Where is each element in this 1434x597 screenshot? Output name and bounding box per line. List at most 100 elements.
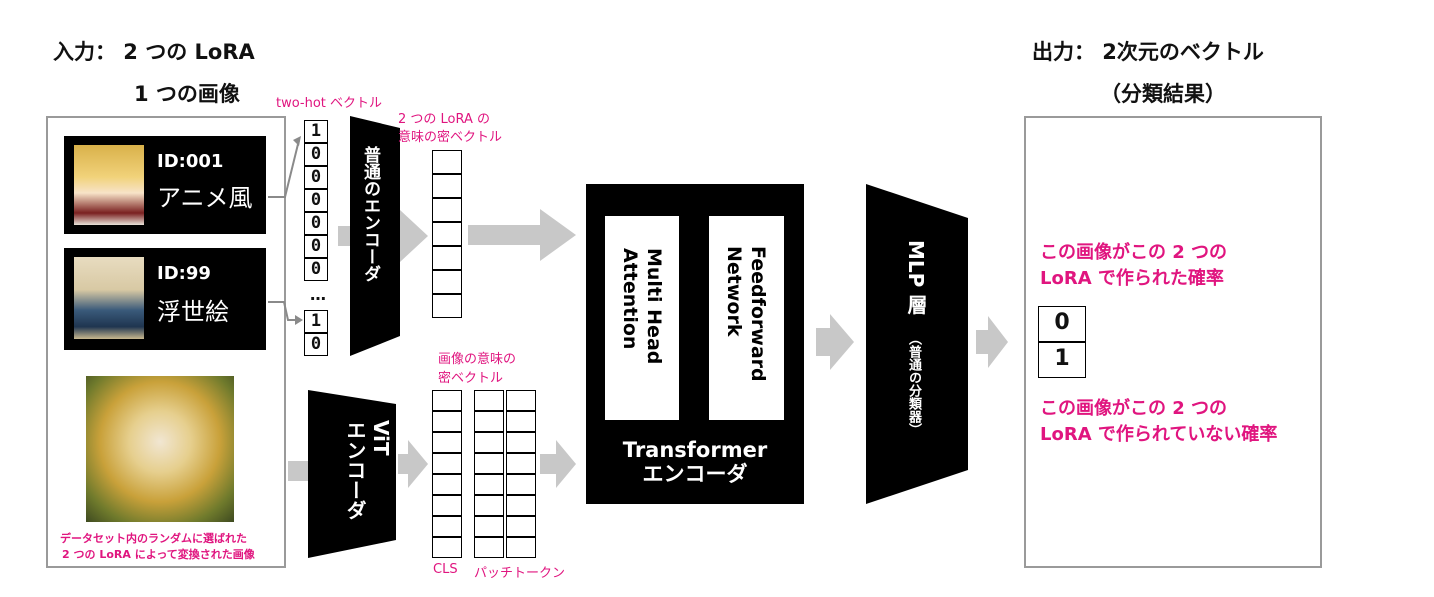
patch-token-cell [506,516,536,537]
lora-card-ukiyoe: ID:99 浮世絵 [64,248,266,350]
ffn-label-line1: Feedforward [747,246,769,382]
anime-girl-thumbnail-icon [74,145,144,225]
image-vector-label-line1: 画像の意味の [438,352,517,367]
patch-token-cell [474,453,504,474]
connector-arrowhead-1 [293,136,301,146]
lora-card-anime: ID:001 アニメ風 [64,136,266,234]
patch-token-cell [506,453,536,474]
two-hot-cell: 0 [304,333,328,356]
cls-token-cell [432,411,462,432]
lora-vector-cell [432,198,462,222]
transformer-title: Transformer エンコーダ [586,438,804,486]
connector-line-card1 [268,139,300,198]
lora-vector-cell [432,270,462,294]
patch-token-cell [474,474,504,495]
patch-token-cell [474,390,504,411]
prob-false-line2: LoRA で作られていない確率 [1040,424,1278,445]
attention-label-line2: Attention [619,248,641,350]
transformer-title-line1: Transformer [622,438,768,462]
connector-line-card2 [268,301,299,321]
patch-token-cell [506,432,536,453]
output-title-line1: 出力： 2次元のベクトル [1032,40,1264,64]
arrow-image-vector-to-transformer [540,440,576,488]
ffn-label-line2: Network [723,246,745,337]
prob-true-line2: LoRA で作られた確率 [1040,268,1224,289]
lora-vector-cell [432,222,462,246]
two-hot-cell: 0 [304,235,328,258]
two-hot-cell: 1 [304,310,328,333]
sample-caption-line1: データセット内のランダムに選ばれた [60,532,247,545]
two-hot-cell: 0 [304,143,328,166]
transformer-title-line2: エンコーダ [642,462,748,486]
attention-label-line1: Multi Head [643,248,665,365]
sample-caption-line2: 2 つの LoRA によって変換された画像 [62,548,255,561]
lora-vector-cell [432,174,462,198]
mlp-shape [866,184,968,504]
patch-token-label: パッチトークン [474,566,566,581]
two-hot-ellipsis: … [310,285,326,304]
arrow-vit-to-image-vector [398,440,428,488]
lora-vector-cell [432,294,462,318]
cls-token-cell [432,495,462,516]
lora-vector-cell [432,246,462,270]
two-hot-cell: 1 [304,120,328,143]
lora-vector-label-line1: 2 つの LoRA の [398,112,491,127]
lora-card-id: ID:001 [157,151,224,172]
mlp-label: MLP 層 [904,240,928,315]
connector-arrowhead-2 [295,315,303,325]
arrow-transformer-to-mlp [816,314,854,370]
prob-true-line1: この画像がこの 2 つの [1040,242,1228,263]
great-wave-thumbnail-icon [74,257,144,339]
lora-vector-label-line2: 意味の密ベクトル [398,130,503,145]
patch-token-cell [474,411,504,432]
lora-encoder-shape [350,116,400,356]
vit-encoder-shape [308,390,396,558]
output-title-line2: （分類結果） [1100,82,1226,106]
arrow-mlp-to-output [976,316,1008,368]
vit-encoder-label-line2: エンコーダ [343,420,367,520]
lora-card-name: アニメ風 [157,184,253,212]
output-value-cell: 1 [1038,342,1086,378]
image-vector-label-line2: 密ベクトル [438,371,504,386]
two-hot-label: two-hot ベクトル [276,96,383,111]
cls-token-cell [432,453,462,474]
cls-token-cell [432,516,462,537]
patch-token-cell [474,516,504,537]
patch-token-cell [506,474,536,495]
cls-token-cell [432,537,462,558]
patch-token-cell [474,432,504,453]
arrow-image-to-vit [288,461,309,481]
cls-token-cell [432,390,462,411]
output-value-cell: 0 [1038,306,1086,342]
vit-encoder-label-line1: ViT [369,420,393,456]
patch-token-cell [506,390,536,411]
patch-token-cell [506,537,536,558]
patch-token-cell [506,495,536,516]
old-woman-sunflowers-image-icon [86,376,234,522]
lora-encoder-label: 普通のエンコーダ [360,146,380,282]
prob-false-line1: この画像がこの 2 つの [1040,398,1228,419]
lora-card-name: 浮世絵 [157,298,229,326]
lora-card-id: ID:99 [157,263,211,284]
two-hot-cell: 0 [304,189,328,212]
input-title-line1: 入力： 2 つの LoRA [53,40,255,64]
two-hot-cell: 0 [304,258,328,281]
cls-token-cell [432,432,462,453]
mlp-sublabel: （普通の分類器） [906,332,921,436]
arrow-lora-vector-to-transformer [468,209,576,261]
patch-token-cell [474,495,504,516]
patch-token-cell [474,537,504,558]
lora-vector-cell [432,150,462,174]
patch-token-cell [506,411,536,432]
two-hot-cell: 0 [304,166,328,189]
cls-label: CLS [433,562,458,577]
cls-token-cell [432,474,462,495]
two-hot-cell: 0 [304,212,328,235]
input-title-line2: 1 つの画像 [134,82,240,106]
